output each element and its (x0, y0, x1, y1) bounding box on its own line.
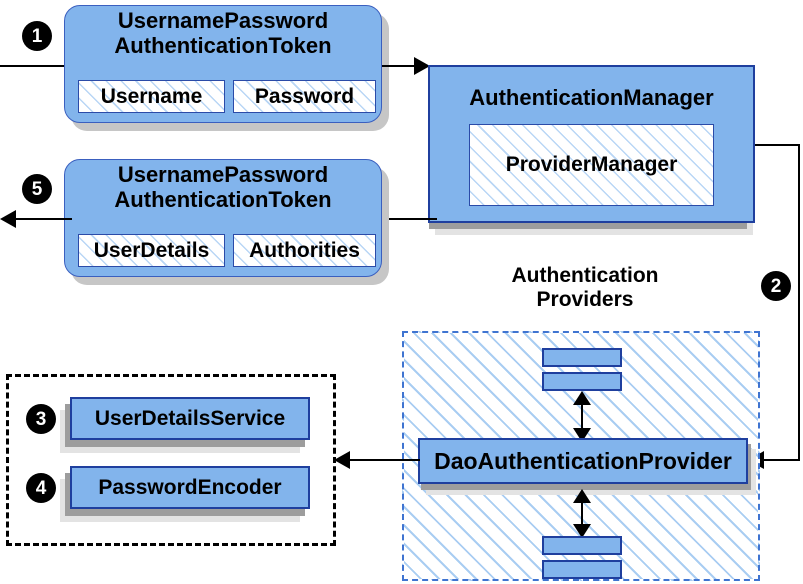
token-to-manager-arrowhead (414, 57, 430, 75)
response-token-field-userdetails-label: UserDetails (93, 238, 210, 262)
response-token-title-line2: AuthenticationToken (114, 186, 332, 212)
response-token-field-authorities: Authorities (233, 234, 376, 267)
authentication-providers-title-line1: Authentication (511, 264, 659, 287)
request-token-title-line1: UsernamePassword (117, 8, 329, 33)
response-token-title: UsernamePassword AuthenticationToken (64, 162, 382, 212)
dao-provider-box: DaoAuthenticationProvider (418, 438, 748, 484)
passwordencoder-label: PasswordEncoder (98, 475, 282, 499)
marker-5: 5 (23, 175, 51, 203)
provider-bar-top-2 (542, 372, 622, 391)
marker-2: 2 (762, 272, 790, 300)
provider-link-bottom-arrow-down (573, 524, 591, 538)
manager-to-provider-line-top (755, 144, 800, 146)
marker-4: 4 (27, 474, 55, 502)
provider-manager-label: ProviderManager (505, 153, 678, 176)
response-token-field-userdetails: UserDetails (78, 234, 225, 267)
provider-link-top-line (581, 398, 583, 434)
response-output-line (14, 218, 72, 220)
response-token-field-authorities-label: Authorities (249, 238, 360, 262)
dao-provider-label: DaoAuthenticationProvider (434, 447, 732, 474)
request-token-field-password-label: Password (254, 84, 355, 108)
userdetailsservice-box: UserDetailsService (70, 397, 310, 440)
userdetailsservice-label: UserDetailsService (94, 406, 286, 430)
provider-link-bottom-line (581, 496, 583, 530)
services-group-box (6, 374, 336, 546)
request-token-title-line2: AuthenticationToken (114, 32, 332, 58)
request-token-field-username-label: Username (100, 84, 203, 108)
manager-to-provider-line-vertical (798, 144, 800, 460)
provider-bar-bottom-1 (542, 536, 622, 555)
marker-1: 1 (23, 22, 51, 50)
provider-bar-bottom-2 (542, 560, 622, 579)
provider-link-top-arrow-up (573, 391, 591, 405)
passwordencoder-box: PasswordEncoder (70, 466, 310, 509)
provider-link-bottom-arrow-up (573, 489, 591, 503)
authentication-manager-label: AuthenticationManager (469, 85, 714, 110)
incoming-request-line (0, 65, 70, 67)
manager-to-provider-line-bottom (762, 459, 800, 461)
provider-manager-box: ProviderManager (469, 124, 714, 206)
request-token-field-password: Password (233, 80, 376, 113)
response-output-arrowhead (0, 210, 16, 228)
authentication-providers-title-line2: Providers (536, 287, 634, 311)
response-token-title-line1: UsernamePassword (117, 162, 329, 187)
provider-to-services-line (348, 459, 420, 461)
marker-3: 3 (27, 405, 55, 433)
token-to-manager-line (382, 65, 426, 67)
provider-to-services-arrowhead (334, 451, 350, 469)
manager-to-response-line (382, 218, 437, 220)
authentication-providers-title: Authentication Providers (470, 264, 700, 311)
provider-bar-top-1 (542, 348, 622, 367)
request-token-title: UsernamePassword AuthenticationToken (64, 8, 382, 58)
request-token-field-username: Username (78, 80, 225, 113)
